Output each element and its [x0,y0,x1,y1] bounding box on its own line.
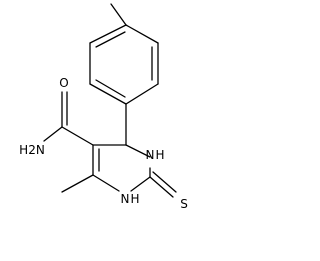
atom-label-n1-h: H [130,192,139,206]
bond-ring-a6-a1-inner [95,31,126,48]
chemical-structure: O H2N N H N H S [19,3,188,211]
atom-label-n1: N [121,192,130,206]
bond-ring-a4-a5 [89,83,127,105]
bond-n1-c6 [92,174,120,192]
bond-c6-methyl [61,174,94,193]
atom-label-thione-s: S [180,197,188,211]
bond-c4-n3 [125,144,151,158]
atom-label-amide-o: O [59,76,68,90]
bond-methyl-top [110,3,127,26]
atom-label-n3-h: H [155,148,164,162]
bond-c5-carbonyl [61,126,94,146]
bond-ring-a3-a4 [125,83,159,105]
atom-label-n3: N [146,148,155,162]
bond-ring-a1-a2 [125,24,159,44]
atom-label-amide-n: H2N [19,143,45,157]
bond-c2-n1 [130,176,151,192]
bond-carbonyl-n [43,126,63,142]
bond-layer [43,3,177,198]
bond-ring-a6-a1 [89,24,127,44]
atom-label-layer: O H2N N H N H S [19,76,188,211]
bond-c2-s-b [152,171,177,193]
bond-ring-a4-a5-inner [95,79,126,98]
bond-c2-s-a [149,176,174,198]
